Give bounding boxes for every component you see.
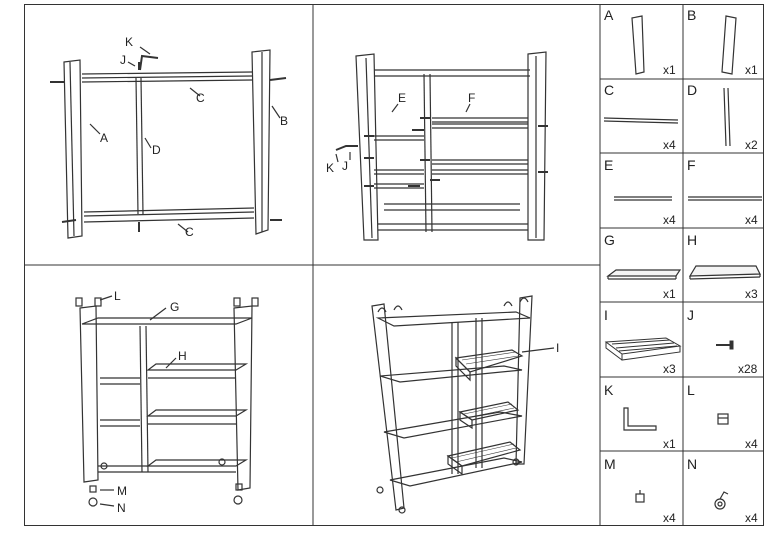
short-bar-icon bbox=[614, 196, 672, 201]
part-i-letter: I bbox=[604, 307, 608, 323]
part-n-letter: N bbox=[687, 456, 697, 472]
part-n: N x4 bbox=[687, 456, 758, 525]
part-n-qty: x4 bbox=[745, 511, 758, 525]
label-j: J bbox=[120, 53, 126, 67]
panel-grid bbox=[24, 4, 764, 526]
part-f-letter: F bbox=[687, 157, 696, 173]
part-l: L x4 bbox=[687, 382, 758, 451]
label-l: L bbox=[114, 289, 121, 303]
step3-shelf-assembly bbox=[75, 295, 259, 507]
top-cap-icon bbox=[717, 413, 729, 425]
screw-icon bbox=[716, 340, 734, 350]
allen-key-icon bbox=[623, 407, 657, 431]
part-m: M x4 bbox=[604, 456, 676, 525]
parts-list: A x1 B x1 C x4 D bbox=[603, 7, 762, 525]
part-m-letter: M bbox=[604, 456, 616, 472]
part-d: D x2 bbox=[687, 82, 758, 152]
long-bar-icon bbox=[688, 196, 762, 201]
label-c-bottom: C bbox=[185, 225, 194, 239]
label-a: A bbox=[100, 131, 108, 145]
label-h: H bbox=[178, 349, 187, 363]
part-d-qty: x2 bbox=[745, 138, 758, 152]
side-frame-a-icon bbox=[631, 15, 645, 75]
top-shelf-board-icon bbox=[606, 269, 682, 280]
label-d: D bbox=[152, 143, 161, 157]
shelf-board-icon bbox=[688, 265, 761, 280]
part-l-qty: x4 bbox=[745, 437, 758, 451]
part-e-qty: x4 bbox=[663, 213, 676, 227]
label-n: N bbox=[117, 501, 126, 515]
part-h-qty: x3 bbox=[745, 287, 758, 301]
part-f: F x4 bbox=[687, 157, 762, 227]
part-m-qty: x4 bbox=[663, 511, 676, 525]
part-h: H x3 bbox=[687, 232, 761, 301]
part-g: G x1 bbox=[604, 232, 682, 301]
vertical-tube-icon bbox=[723, 87, 731, 147]
part-d-letter: D bbox=[687, 82, 697, 98]
part-b: B x1 bbox=[687, 7, 758, 77]
wire-basket-icon bbox=[604, 337, 682, 361]
step2-bar-assembly bbox=[335, 51, 548, 241]
part-e-letter: E bbox=[604, 157, 613, 173]
step4-final-assembly bbox=[371, 295, 555, 514]
step1-frame-assembly bbox=[50, 46, 287, 239]
part-b-qty: x1 bbox=[745, 63, 758, 77]
part-a-qty: x1 bbox=[663, 63, 676, 77]
basket-mesh bbox=[451, 351, 519, 463]
part-i: I x3 bbox=[604, 307, 682, 376]
part-g-qty: x1 bbox=[663, 287, 676, 301]
label-k-2: K bbox=[326, 161, 334, 175]
part-f-qty: x4 bbox=[745, 213, 758, 227]
label-i: I bbox=[556, 341, 559, 355]
part-a-letter: A bbox=[604, 7, 614, 23]
label-k: K bbox=[125, 35, 133, 49]
label-b: B bbox=[280, 114, 288, 128]
part-j-qty: x28 bbox=[738, 362, 758, 376]
long-tube-icon bbox=[603, 117, 679, 124]
part-g-letter: G bbox=[604, 232, 615, 248]
label-f: F bbox=[468, 91, 475, 105]
part-h-letter: H bbox=[687, 232, 697, 248]
label-c-top: C bbox=[196, 91, 205, 105]
part-k-qty: x1 bbox=[663, 437, 676, 451]
part-c: C x4 bbox=[603, 82, 679, 152]
part-k: K x1 bbox=[604, 382, 676, 451]
label-g: G bbox=[170, 300, 179, 314]
part-i-qty: x3 bbox=[663, 362, 676, 376]
label-m: M bbox=[117, 484, 127, 498]
label-j-2: J bbox=[342, 159, 348, 173]
part-l-letter: L bbox=[687, 382, 695, 398]
part-e: E x4 bbox=[604, 157, 676, 227]
part-b-letter: B bbox=[687, 7, 696, 23]
part-a: A x1 bbox=[604, 7, 676, 77]
part-j-letter: J bbox=[687, 307, 694, 323]
part-k-letter: K bbox=[604, 382, 614, 398]
label-e: E bbox=[398, 91, 406, 105]
side-frame-b-icon bbox=[721, 15, 737, 75]
part-c-qty: x4 bbox=[663, 138, 676, 152]
caster-wheel-icon bbox=[714, 491, 729, 510]
part-c-letter: C bbox=[604, 82, 614, 98]
foot-cap-icon bbox=[635, 490, 645, 503]
part-j: J x28 bbox=[687, 307, 758, 376]
